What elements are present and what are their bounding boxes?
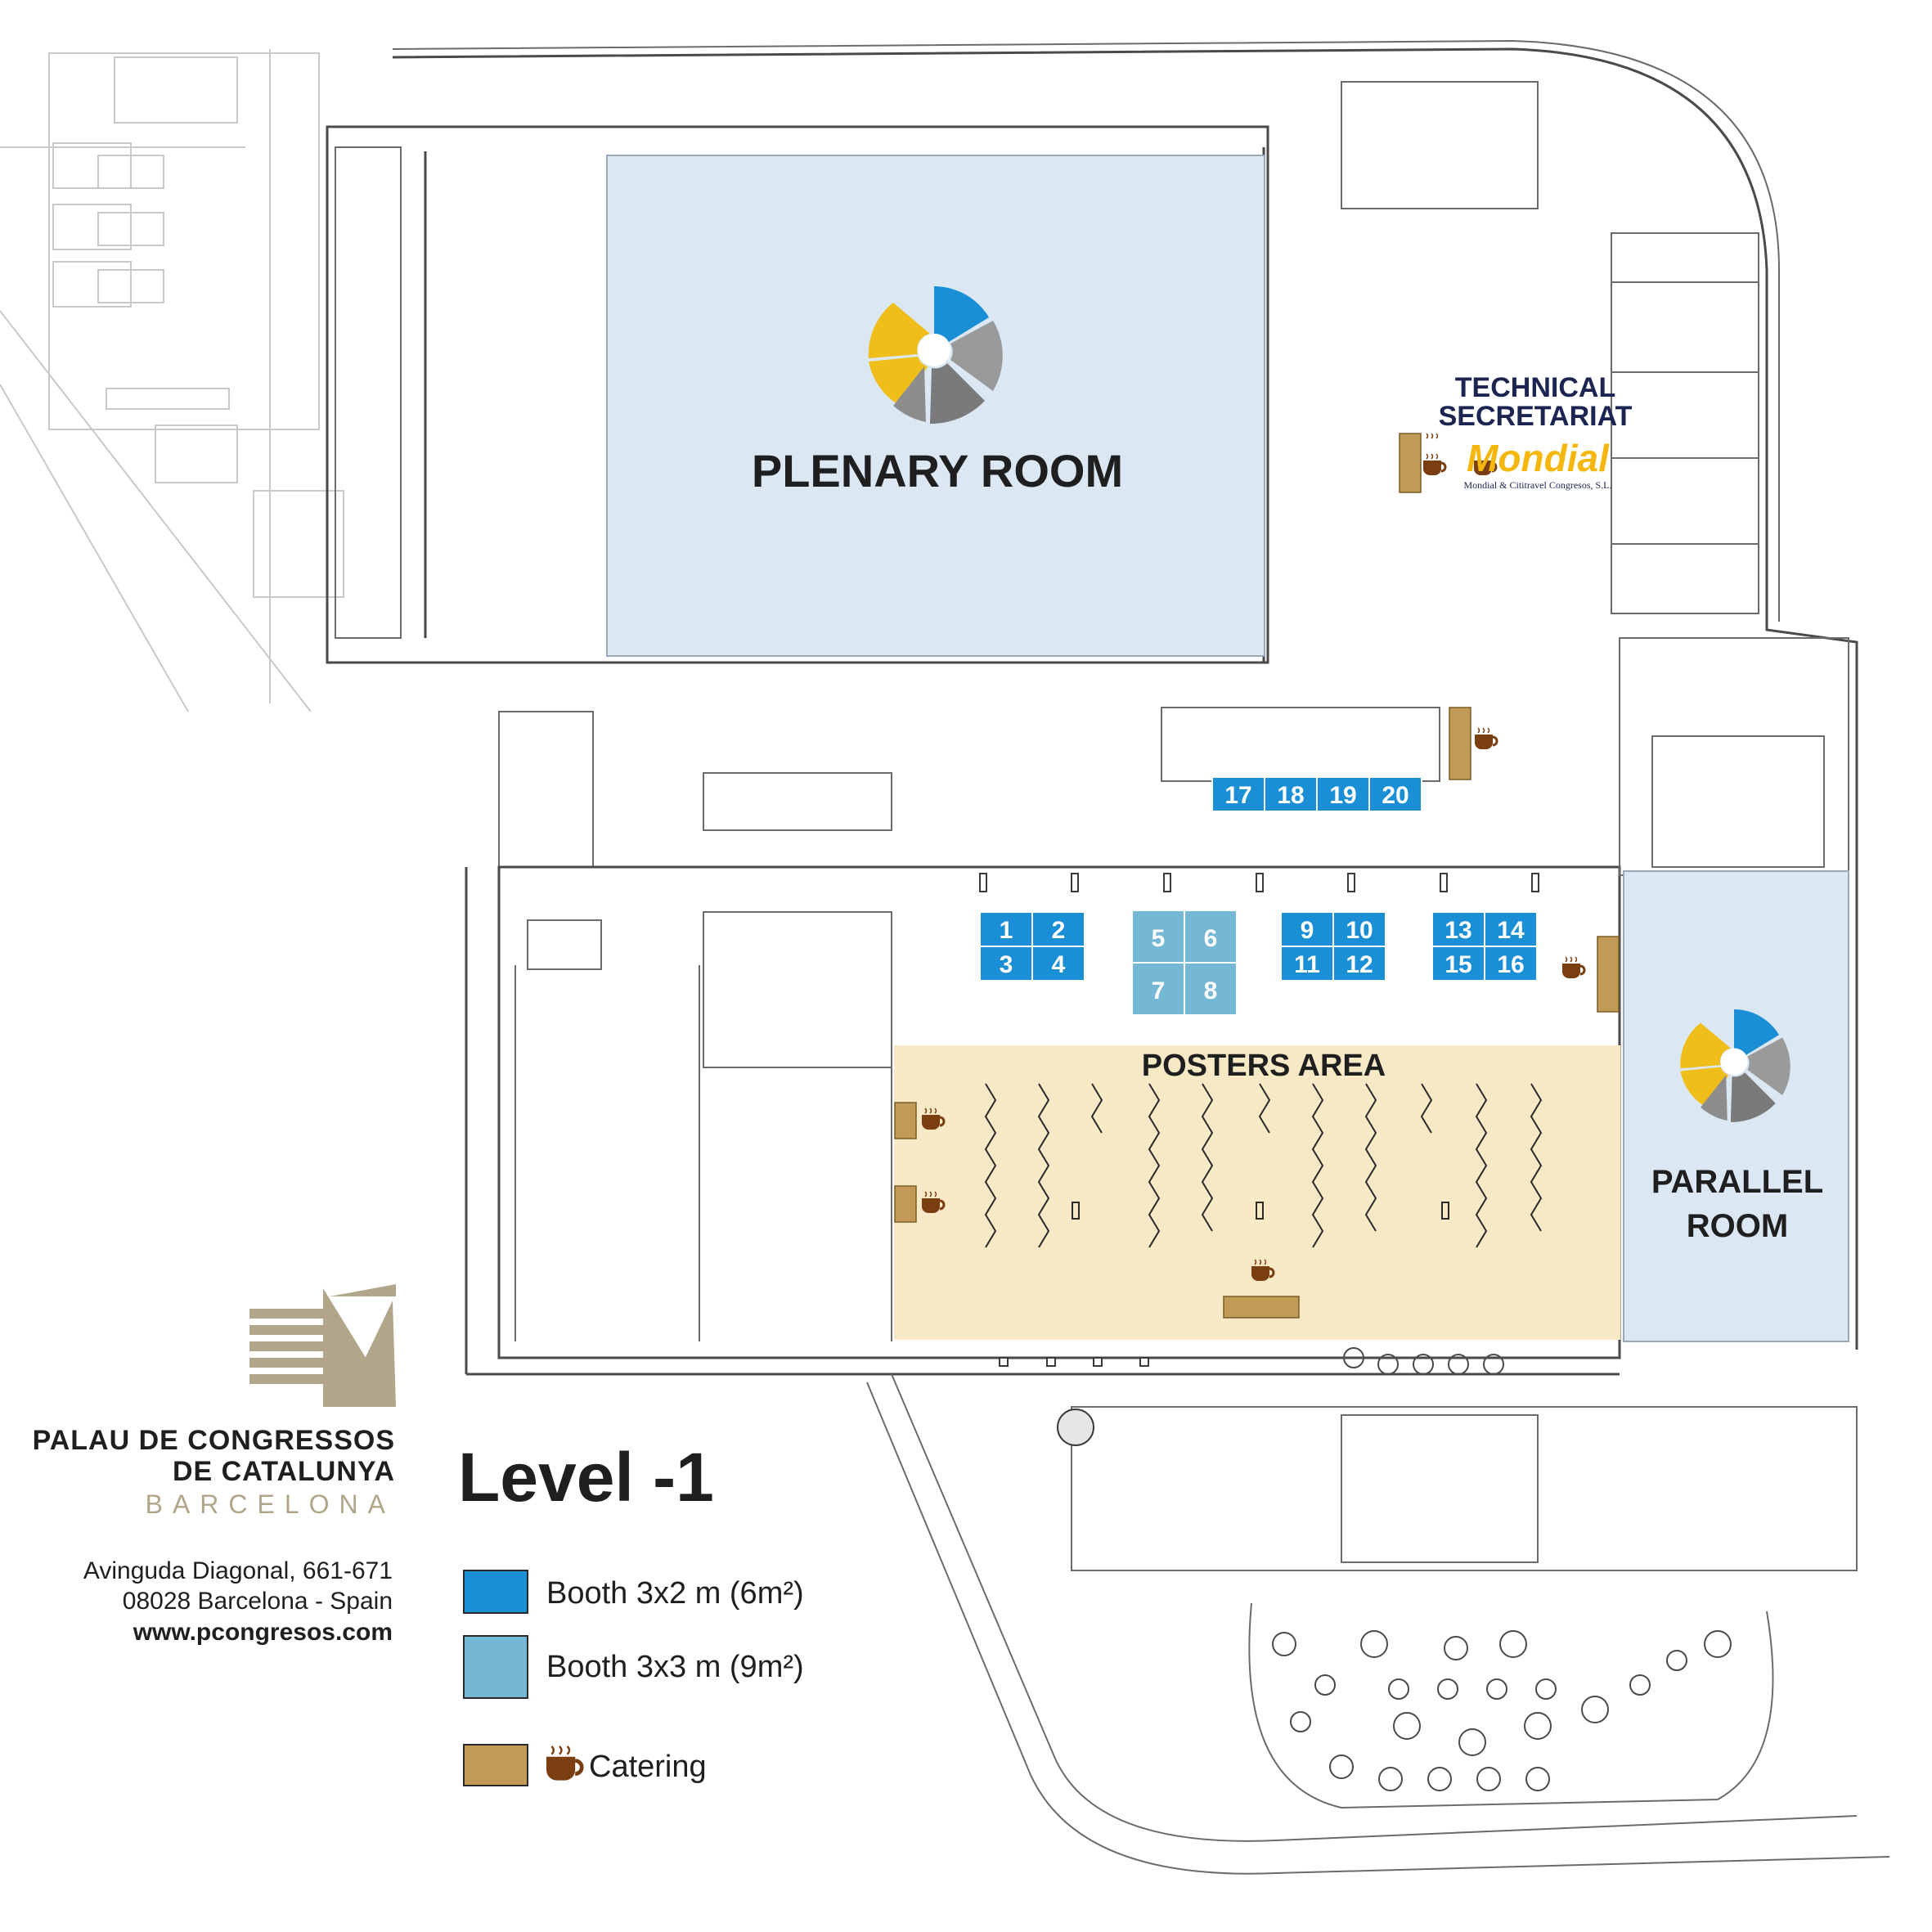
booth-3[interactable]: 3: [979, 946, 1033, 982]
plenary-room-label: PLENARY ROOM: [752, 445, 1123, 496]
booth-14-label: 14: [1497, 917, 1525, 944]
booth-5[interactable]: 5: [1131, 910, 1185, 964]
parallel-room-label-line2: ROOM: [1687, 1208, 1788, 1244]
booth-13-label: 13: [1445, 917, 1471, 944]
booth-19-label: 19: [1329, 782, 1356, 809]
booth-13[interactable]: 13: [1431, 911, 1485, 947]
catering-stations: [894, 433, 1620, 1319]
tech-secretariat-label-line2: SECRETARIAT: [1439, 401, 1633, 432]
poster-boards: [984, 1083, 1543, 1248]
venue-logo: [249, 1284, 396, 1407]
booth-11-label: 11: [1294, 951, 1320, 978]
legend: Booth 3x2 m (6m²) Booth 3x3 m (9m²) Cate…: [463, 1570, 804, 1786]
booth-3-label: 3: [1000, 951, 1013, 978]
coffee-cup-icon: [922, 1108, 946, 1130]
booth-6-label: 6: [1204, 925, 1218, 952]
booth-20-label: 20: [1382, 782, 1409, 809]
coffee-cup-icon: [1562, 956, 1586, 978]
fountain-icon: [1057, 1409, 1094, 1446]
coffee-cup-icon: [1426, 433, 1439, 439]
booth-12[interactable]: 12: [1332, 946, 1386, 982]
booth-10-label: 10: [1346, 917, 1373, 944]
venue-name-line2: DE CATALUNYA: [173, 1456, 395, 1487]
coffee-cup-icon: [546, 1746, 584, 1781]
booth-7[interactable]: 7: [1131, 962, 1185, 1016]
booth-1[interactable]: 1: [979, 911, 1033, 947]
booth-16-label: 16: [1497, 951, 1524, 978]
booth-18-label: 18: [1277, 782, 1304, 809]
booth-4[interactable]: 4: [1031, 946, 1085, 982]
booth-15-label: 15: [1445, 951, 1471, 978]
venue-name-line1: PALAU DE CONGRESSOS: [33, 1425, 395, 1456]
catering-station[interactable]: [1449, 707, 1471, 780]
venue-address-line1: Avinguda Diagonal, 661-671: [83, 1557, 393, 1584]
restaurant-tables: [1272, 1347, 1732, 1791]
coffee-cup-icon: [1423, 453, 1447, 475]
coffee-cup-icon: [922, 1191, 946, 1213]
legend-swatch-booth-small: [463, 1570, 528, 1614]
booth-2[interactable]: 2: [1031, 911, 1085, 947]
catering-station[interactable]: [1223, 1296, 1300, 1319]
legend-label-catering: Catering: [589, 1750, 707, 1784]
booth-2-label: 2: [1052, 917, 1066, 944]
legend-swatch-catering: [463, 1744, 528, 1786]
legend-label-booth-large: Booth 3x3 m (9m²): [546, 1650, 804, 1684]
booth-12-label: 12: [1346, 951, 1373, 978]
legend-label-booth-small: Booth 3x2 m (6m²): [546, 1576, 804, 1611]
venue-website[interactable]: www.pcongresos.com: [133, 1619, 393, 1646]
posters-area[interactable]: [894, 1045, 1620, 1340]
coffee-cup-icons: [922, 433, 1586, 1281]
coffee-cup-icon: [1474, 461, 1498, 475]
booth-5-label: 5: [1152, 925, 1166, 952]
booth-11[interactable]: 11: [1280, 946, 1334, 982]
coffee-cup-icon: [1251, 1259, 1275, 1281]
booth-18[interactable]: 18: [1264, 776, 1318, 812]
parallel-room-logo: [1680, 1009, 1790, 1122]
booth-17-label: 17: [1224, 782, 1251, 809]
venue-city: BARCELONA: [146, 1489, 395, 1519]
plenary-room-logo: [868, 286, 1003, 425]
booth-9[interactable]: 9: [1280, 911, 1334, 947]
booth-4-label: 4: [1052, 951, 1066, 978]
faint-architecture: [0, 49, 344, 712]
booth-14[interactable]: 14: [1484, 911, 1538, 947]
mondial-logo: Mondial Mondial & Cititravel Congresos, …: [1464, 437, 1612, 491]
booth-20[interactable]: 20: [1368, 776, 1422, 812]
catering-station[interactable]: [1597, 936, 1620, 1013]
coffee-cup-icon: [1475, 727, 1498, 749]
booth-8-label: 8: [1204, 977, 1218, 1004]
parallel-room-label-line1: PARALLEL: [1651, 1164, 1823, 1200]
booth-6[interactable]: 6: [1184, 910, 1238, 964]
booth-17[interactable]: 17: [1211, 776, 1265, 812]
columns: [979, 873, 1539, 1367]
catering-station[interactable]: [894, 1185, 917, 1223]
booth-8[interactable]: 8: [1184, 962, 1238, 1016]
posters-area-label: POSTERS AREA: [1142, 1049, 1386, 1083]
booth-9-label: 9: [1301, 917, 1314, 944]
catering-station[interactable]: [894, 1102, 917, 1139]
booths-large: 5 6 7 8: [1131, 910, 1238, 1016]
booth-10[interactable]: 10: [1332, 911, 1386, 947]
booths-small: 1 2 3 4 9 10 11 12 13 14 15 16 17 18 19 …: [979, 776, 1538, 982]
booth-16[interactable]: 16: [1484, 946, 1538, 982]
venue-address-line2: 08028 Barcelona - Spain: [123, 1588, 393, 1615]
legend-swatch-booth-large: [463, 1635, 528, 1699]
booth-1-label: 1: [1000, 917, 1013, 944]
booth-15[interactable]: 15: [1431, 946, 1485, 982]
booth-19[interactable]: 19: [1316, 776, 1370, 812]
mondial-brand: Mondial: [1467, 437, 1610, 479]
mondial-tagline: Mondial & Cititravel Congresos, S.L.: [1464, 479, 1612, 491]
level-title: Level -1: [458, 1439, 714, 1516]
tech-secretariat-label-line1: TECHNICAL: [1455, 372, 1615, 403]
catering-station[interactable]: [1399, 433, 1422, 493]
booth-7-label: 7: [1152, 977, 1166, 1004]
